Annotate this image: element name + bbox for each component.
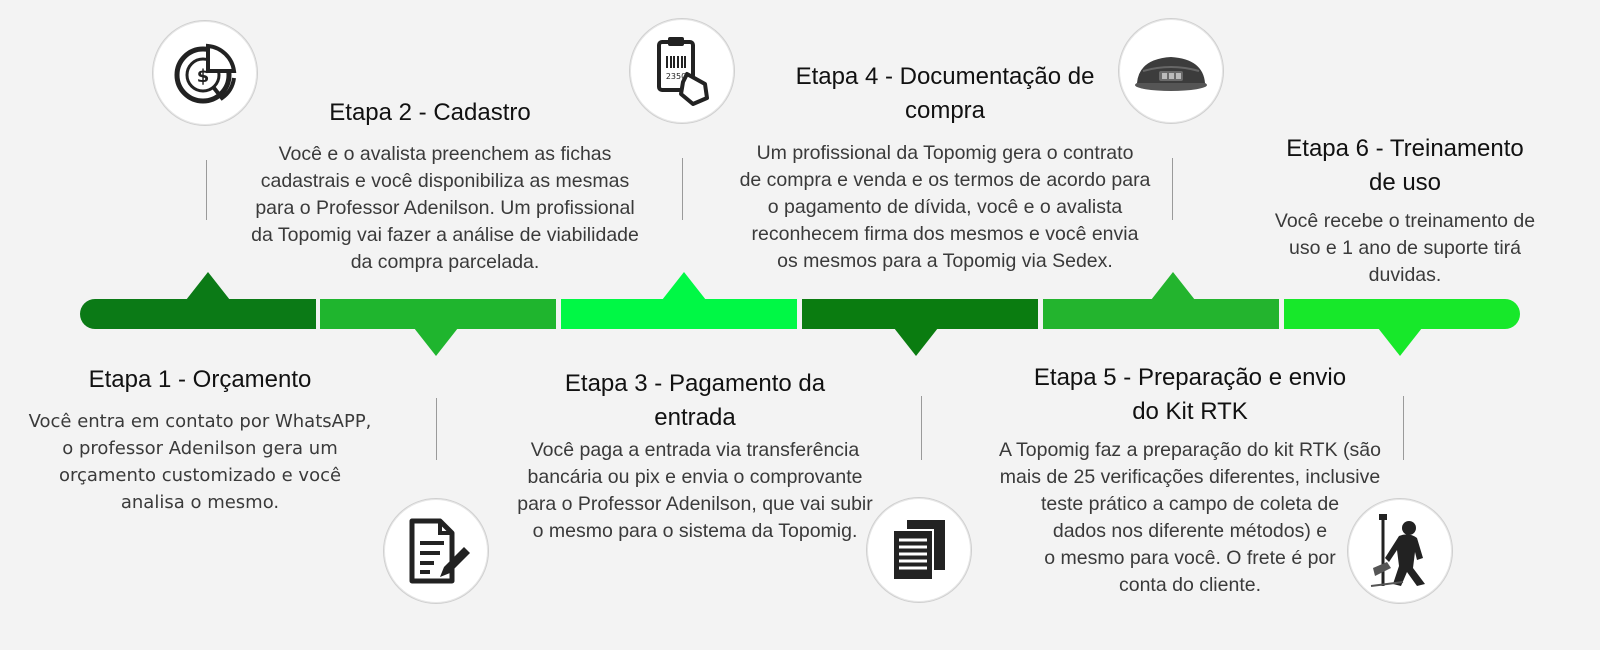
invoice-hand-icon: 2350 bbox=[629, 18, 735, 124]
gnss-receiver-icon bbox=[1118, 18, 1224, 124]
timeline-segment-4 bbox=[802, 299, 1038, 329]
timeline-pointer-3 bbox=[662, 272, 706, 300]
step-3-title: Etapa 3 - Pagamento da entrada bbox=[564, 370, 826, 431]
timeline-segment-1 bbox=[80, 299, 316, 329]
step-1-title: Etapa 1 - Orçamento bbox=[88, 366, 312, 393]
step-5-description: A Topomig faz a preparação do kit RTK (s… bbox=[999, 439, 1381, 596]
timeline-pointer-2 bbox=[414, 328, 458, 356]
connector-line bbox=[206, 160, 207, 220]
step-5-title: Etapa 5 - Preparação e envio do Kit RTK bbox=[1033, 364, 1347, 425]
step-6-title: Etapa 6 - Treinamento de uso bbox=[1286, 135, 1524, 196]
dollar-pie-chart-icon: $ bbox=[152, 20, 258, 126]
timeline-segment-2 bbox=[320, 299, 556, 329]
timeline-pointer-1 bbox=[186, 272, 230, 300]
surveyor-icon bbox=[1347, 498, 1453, 604]
svg-text:2350: 2350 bbox=[666, 72, 686, 81]
timeline-segment-6 bbox=[1284, 299, 1520, 329]
connector-line bbox=[682, 158, 683, 220]
step-1-description: Você entra em contato por WhatsAPP, o pr… bbox=[28, 411, 372, 513]
step-6-description: Você recebe o treinamento de uso e 1 ano… bbox=[1274, 210, 1536, 286]
timeline-pointer-4 bbox=[894, 328, 938, 356]
document-pen-icon bbox=[383, 498, 489, 604]
timeline-pointer-6 bbox=[1378, 328, 1422, 356]
timeline-segment-fill bbox=[296, 299, 316, 329]
svg-text:$: $ bbox=[197, 66, 210, 87]
connector-line bbox=[436, 398, 437, 460]
timeline-segment-5 bbox=[1043, 299, 1279, 329]
step-3-description: Você paga a entrada via transferência ba… bbox=[517, 439, 873, 542]
step-4-title: Etapa 4 - Documentação de compra bbox=[795, 63, 1095, 124]
step-2-title: Etapa 2 - Cadastro bbox=[329, 99, 531, 126]
timeline-pointer-5 bbox=[1151, 272, 1195, 300]
step-2-description: Você e o avalista preenchem as fichas ca… bbox=[251, 143, 639, 273]
connector-line bbox=[1403, 396, 1404, 460]
timeline-segment-3 bbox=[561, 299, 797, 329]
step-4-description: Um profissional da Topomig gera o contra… bbox=[739, 142, 1151, 272]
connector-line bbox=[1172, 158, 1173, 220]
timeline-segment-fill bbox=[1284, 299, 1304, 329]
connector-line bbox=[921, 396, 922, 460]
documents-stack-icon bbox=[866, 497, 972, 603]
